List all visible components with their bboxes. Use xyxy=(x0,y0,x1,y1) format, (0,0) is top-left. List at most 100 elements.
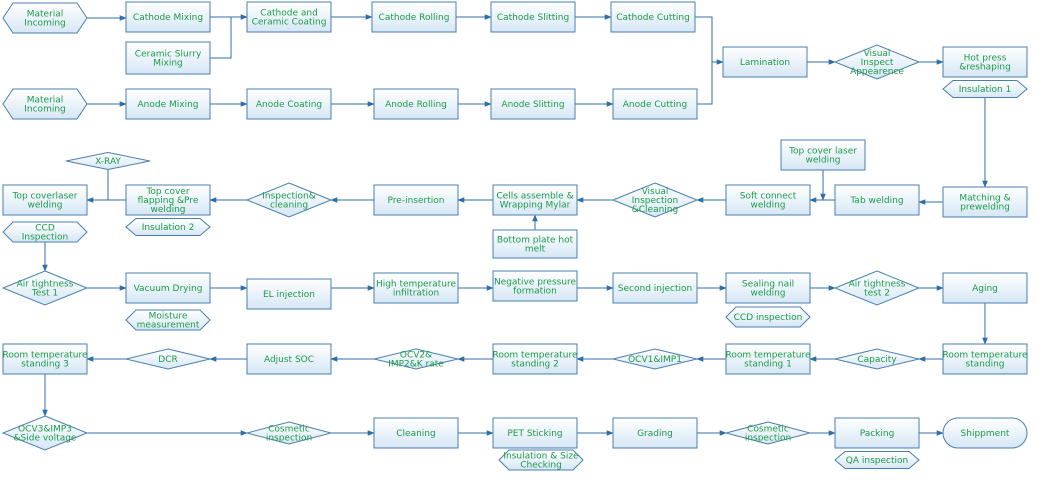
hexagon-shape xyxy=(942,80,1028,98)
box-shape xyxy=(612,272,698,304)
diamond-shape xyxy=(611,182,699,218)
box-shape xyxy=(492,417,578,449)
node-label: Matching &prewelding xyxy=(959,194,1010,213)
node-label: Tab welding xyxy=(849,196,903,206)
flow-node-n9: Anode Mixing xyxy=(125,88,211,120)
flow-node-n45: Adjust SOC xyxy=(246,343,332,375)
node-label: Cathode Mixing xyxy=(133,13,203,23)
hexagon-shape xyxy=(498,449,584,471)
box-shape xyxy=(373,417,459,449)
node-label: Shippment xyxy=(961,429,1010,439)
box-shape xyxy=(492,343,578,375)
flow-node-n52: OCV3&IMP3&Side voltage xyxy=(1,415,89,451)
box-shape xyxy=(246,88,332,120)
box-shape xyxy=(612,417,698,449)
diamond-shape xyxy=(1,415,89,451)
node-label: Aging xyxy=(972,284,998,294)
node-label: Anode Mixing xyxy=(138,100,199,110)
flow-node-n5: Cathode Slitting xyxy=(490,1,576,33)
box-shape xyxy=(246,343,332,375)
hexagon-shape xyxy=(2,2,88,34)
flow-node-n35: EL injection xyxy=(246,278,332,310)
flow-node-n16: Hot press&reshaping xyxy=(942,46,1028,78)
hexagon-shape xyxy=(125,309,211,331)
flow-node-n55: PET Sticking xyxy=(492,417,578,449)
box-shape xyxy=(942,186,1028,218)
box-shape xyxy=(373,272,459,304)
node-label: Vacuum Drying xyxy=(134,284,203,294)
hexagon-shape xyxy=(834,451,920,469)
flow-node-n54: Cleaning xyxy=(373,417,459,449)
flow-node-n10: Anode Coating xyxy=(246,88,332,120)
box-shape xyxy=(612,88,698,120)
node-label: Inspection&cleaning xyxy=(262,192,316,211)
flow-node-n12: Anode Slitting xyxy=(490,88,576,120)
flow-node-n50: Capacity xyxy=(834,348,920,370)
flow-node-n60: QA inspection xyxy=(834,451,920,469)
node-label: CCD inspection xyxy=(734,313,803,323)
terminal-shape xyxy=(942,417,1028,449)
flow-node-n40: CCD inspection xyxy=(725,306,811,328)
box-shape xyxy=(2,343,88,375)
box-shape xyxy=(492,184,578,216)
box-shape xyxy=(942,272,1028,304)
box-shape xyxy=(780,139,866,171)
flow-node-n38: Second injection xyxy=(612,272,698,304)
hexagon-shape xyxy=(2,221,88,243)
box-shape xyxy=(125,41,211,75)
flow-arrow-6 xyxy=(210,17,232,59)
box-shape xyxy=(373,184,459,216)
box-shape xyxy=(492,229,578,259)
node-label: Insulation 2 xyxy=(142,223,195,233)
node-label: Cathode Cutting xyxy=(616,13,690,23)
box-shape xyxy=(722,46,808,78)
node-label: PET Sticking xyxy=(507,429,562,439)
node-label: Lamination xyxy=(740,58,790,68)
diamond-shape xyxy=(245,421,333,445)
box-shape xyxy=(725,272,811,304)
box-shape xyxy=(373,88,459,120)
connector-layer xyxy=(42,14,988,436)
node-label: Hot press&reshaping xyxy=(959,54,1011,73)
flow-node-n30: Matching &prewelding xyxy=(942,186,1028,218)
box-shape xyxy=(725,343,811,375)
diamond-shape xyxy=(612,348,698,370)
box-shape xyxy=(246,1,332,33)
flow-node-n22: Insulation 2 xyxy=(125,218,211,236)
flow-node-n23: Inspection&cleaning xyxy=(245,182,333,218)
diamond-shape xyxy=(833,270,921,306)
box-shape xyxy=(125,88,211,120)
box-shape xyxy=(125,1,211,33)
flow-arrow-12 xyxy=(695,16,713,105)
hexagon-shape xyxy=(2,88,88,120)
box-shape xyxy=(610,1,696,33)
